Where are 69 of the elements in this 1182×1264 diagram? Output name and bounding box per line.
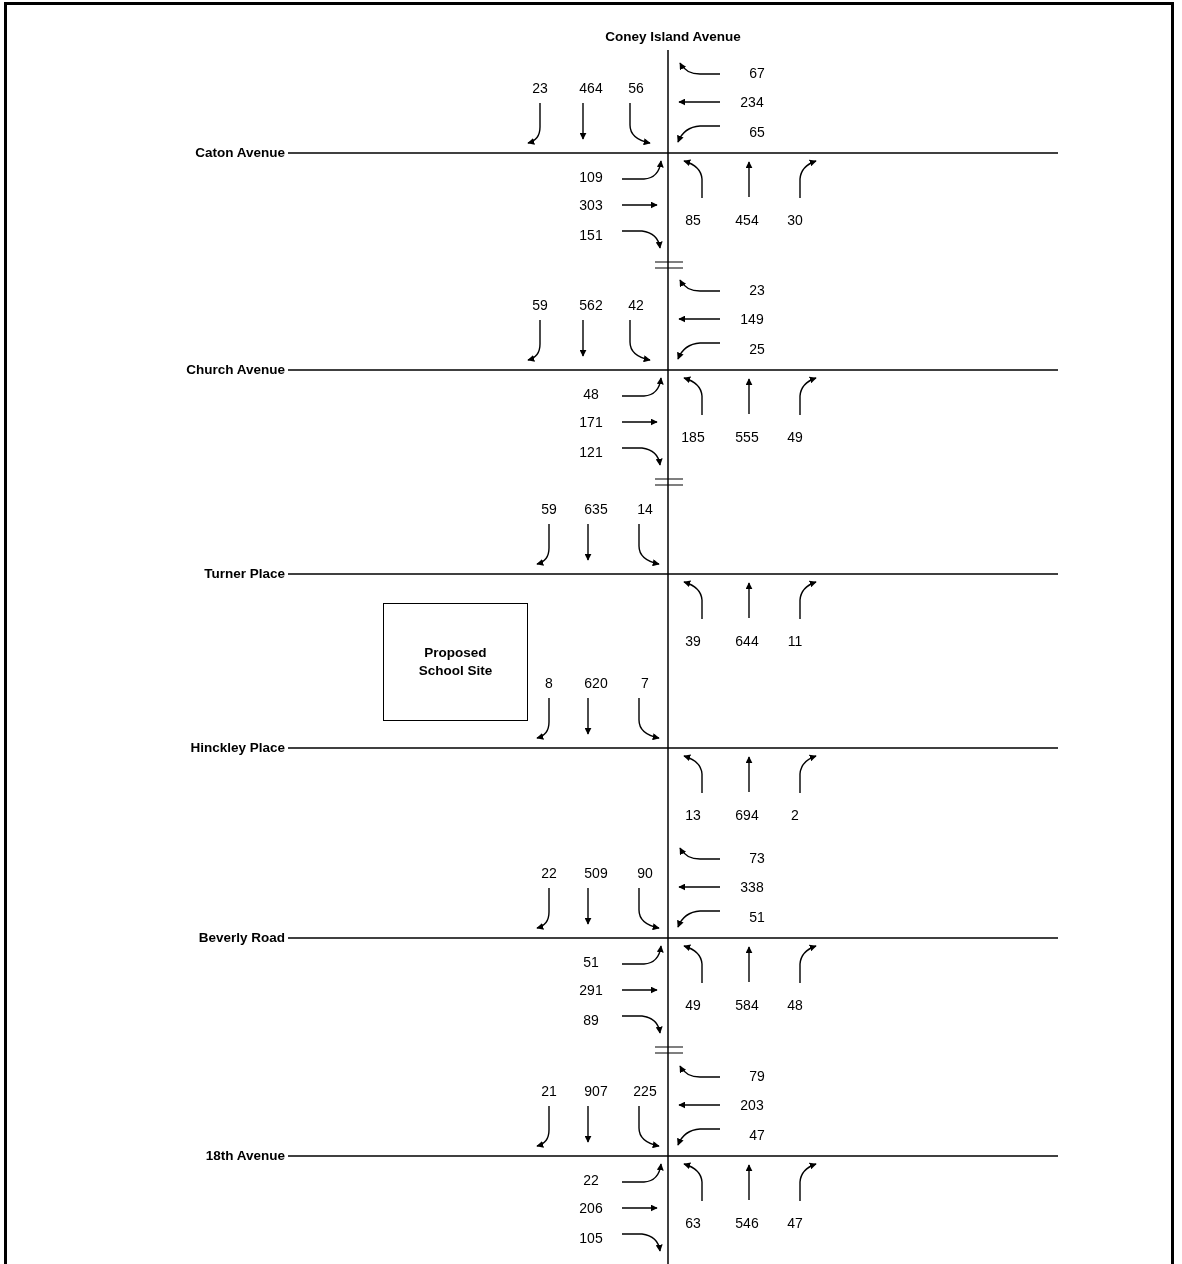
volume-count: 555 [735, 429, 759, 445]
volume-count: 121 [579, 444, 603, 460]
volume-count: 47 [787, 1215, 803, 1231]
street-name: Hinckley Place [190, 740, 285, 756]
volume-count: 171 [579, 414, 603, 430]
volume-count: 338 [740, 879, 764, 895]
volume-count: 85 [685, 212, 701, 228]
street-name: 18th Avenue [205, 1148, 285, 1164]
volume-count: 13 [685, 807, 701, 823]
volume-count: 59 [541, 501, 557, 517]
volume-count: 546 [735, 1215, 759, 1231]
volume-count: 49 [787, 429, 803, 445]
street-name: Church Avenue [186, 362, 285, 378]
volume-count: 51 [749, 909, 765, 925]
street-name: Caton Avenue [195, 145, 285, 161]
volume-count: 23 [749, 282, 765, 298]
volume-count: 225 [633, 1083, 657, 1099]
street-name: Coney Island Avenue [605, 29, 741, 45]
volume-count: 105 [579, 1230, 603, 1246]
volume-count: 79 [749, 1068, 765, 1084]
volume-count: 464 [579, 80, 603, 96]
volume-count: 620 [584, 675, 608, 691]
volume-count: 42 [628, 297, 644, 313]
volume-count: 21 [541, 1083, 557, 1099]
volume-count: 25 [749, 341, 765, 357]
street-name: Turner Place [204, 566, 285, 582]
volume-count: 51 [583, 954, 599, 970]
street-name: Beverly Road [198, 930, 285, 946]
volume-count: 73 [749, 850, 765, 866]
volume-count: 65 [749, 124, 765, 140]
volume-count: 67 [749, 65, 765, 81]
volume-count: 47 [749, 1127, 765, 1143]
volume-count: 11 [787, 633, 803, 649]
volume-count: 151 [579, 227, 603, 243]
volume-count: 2 [791, 807, 799, 823]
volume-count: 14 [637, 501, 653, 517]
volume-count: 635 [584, 501, 608, 517]
volume-count: 22 [583, 1172, 599, 1188]
volume-count: 48 [787, 997, 803, 1013]
volume-count: 694 [735, 807, 759, 823]
volume-count: 63 [685, 1215, 701, 1231]
volume-count: 584 [735, 997, 759, 1013]
volume-count: 109 [579, 169, 603, 185]
volume-count: 149 [740, 311, 764, 327]
volume-count: 89 [583, 1012, 599, 1028]
volume-count: 48 [583, 386, 599, 402]
volume-count: 22 [541, 865, 557, 881]
volume-count: 454 [735, 212, 759, 228]
volume-count: 23 [532, 80, 548, 96]
volume-count: 56 [628, 80, 644, 96]
volume-count: 907 [584, 1083, 608, 1099]
volume-count: 7 [641, 675, 649, 691]
volume-count: 90 [637, 865, 653, 881]
volume-count: 185 [681, 429, 705, 445]
volume-count: 30 [787, 212, 803, 228]
volume-count: 234 [740, 94, 764, 110]
volume-count: 203 [740, 1097, 764, 1113]
volume-count: 206 [579, 1200, 603, 1216]
volume-count: 509 [584, 865, 608, 881]
volume-count: 39 [685, 633, 701, 649]
volume-count: 291 [579, 982, 603, 998]
site-label: Proposed School Site [417, 644, 494, 680]
volume-count: 8 [545, 675, 553, 691]
site-box [383, 603, 528, 721]
volume-count: 49 [685, 997, 701, 1013]
volume-count: 644 [735, 633, 759, 649]
volume-count: 303 [579, 197, 603, 213]
volume-count: 562 [579, 297, 603, 313]
volume-count: 59 [532, 297, 548, 313]
